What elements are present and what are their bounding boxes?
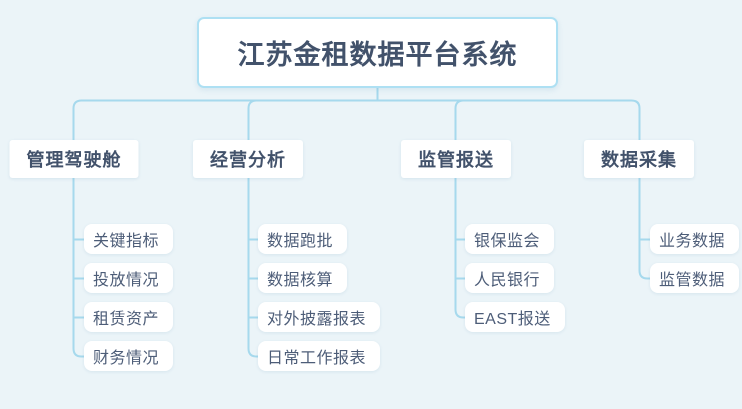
leaf-east-reporting: EAST报送 xyxy=(465,302,565,332)
leaf-external-disclosure-reports: 对外披露报表 xyxy=(258,302,381,332)
leaf-leasing-assets: 租赁资产 xyxy=(84,302,174,332)
connector-drop-col3 xyxy=(454,99,464,310)
leaf-business-data: 业务数据 xyxy=(650,224,740,254)
leaf-daily-work-reports: 日常工作报表 xyxy=(258,341,381,371)
connector-trunk xyxy=(72,99,641,349)
connector-elbow-col1 xyxy=(72,348,84,358)
branch-business-analysis: 经营分析 xyxy=(193,140,303,178)
leaf-pboc: 人民银行 xyxy=(465,263,555,293)
branch-data-collection: 数据采集 xyxy=(584,140,694,178)
leaf-data-batch-run: 数据跑批 xyxy=(258,224,348,254)
leaf-regulatory-data: 监管数据 xyxy=(650,263,740,293)
connector-elbow-col2 xyxy=(247,348,258,358)
leaf-disbursement-status: 投放情况 xyxy=(84,263,174,293)
branch-regulatory-reporting: 监管报送 xyxy=(401,140,511,178)
leaf-data-accounting: 数据核算 xyxy=(258,263,348,293)
leaf-cbirc: 银保监会 xyxy=(465,224,555,254)
leaf-financial-status: 财务情况 xyxy=(84,341,174,371)
root-node-title: 江苏金租数据平台系统 xyxy=(197,17,558,88)
connector-elbow-col3 xyxy=(454,309,465,319)
leaf-key-indicators: 关键指标 xyxy=(84,224,174,254)
connector-drop-col2 xyxy=(247,99,257,349)
branch-management-cockpit: 管理驾驶舱 xyxy=(9,140,139,178)
connector-elbow-col4 xyxy=(638,270,650,280)
